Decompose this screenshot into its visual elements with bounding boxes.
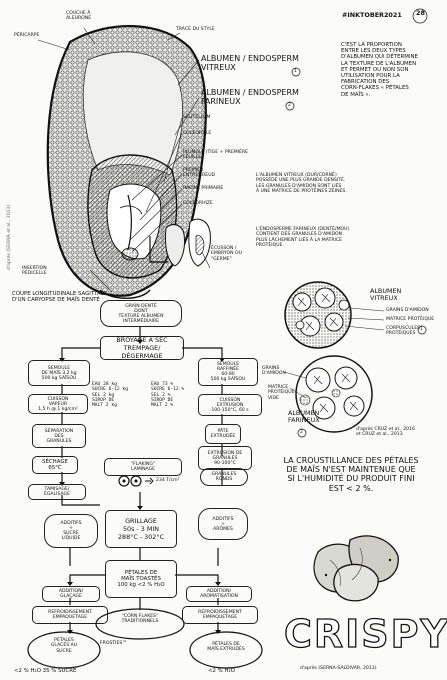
flow-granules-ronds: GRANULES RONDS [200,468,248,486]
flow-cuisson-left-text: CUISSON VAPEUR 1,5 h @ 1 kg/cm² [38,396,78,412]
corn-kernel-drawing [46,25,207,299]
flow-addition-left-text: ADDITION/ GLAÇAGE [58,589,84,599]
micro-credit: d'après CRUZ et al., 2016 et CRUZ et al.… [356,427,415,438]
label-ecusson: ÉCUSSON / EMBRYON OU "GERME" [211,246,242,262]
label-trace-style: TRACE DU STYLE [176,27,215,32]
flaking-rollers-icon [118,475,154,487]
label-insertion-pedicelle: INSERTION PÉDICELLE [22,266,47,277]
small-kernel-sketches [149,218,211,269]
flow-additifs-right: ADDITIFS + ARÔMES [198,508,248,540]
note-vitreux: L'ALBUMEN VITREUX (DUR/CORNÉ) POSSÈDE UN… [256,173,347,194]
flow-separation: SÉPARATION DES GRANULES [32,424,86,448]
flow-extrudes: PÉTALES DE MAÏS EXTRUDÉS [207,642,245,653]
circle-badges [285,8,428,438]
flow-refroid-right: REFROIDISSEMENT EMPAQUETAGE [182,606,258,624]
micro-granule: GRAINS D'AMIDON [386,308,429,313]
flow-pressure: 234 T/cm² [156,478,180,483]
flow-grain-text: GRAIN DENTÉ DONT TEXTURE ALBUMEN INTERMÉ… [118,303,164,324]
flow-sechage-text: SÉCHAGE 65°C [42,459,68,471]
label-coleoptile: COLÉOPTILE [183,131,212,136]
label-albumen-vitreux: ALBUMEN / ENDOSPERM VITREUX [201,54,299,73]
kernel-leader-lines [37,27,200,293]
label-racine-primaire: RACINE PRIMAIRE [183,186,224,191]
flow-semoule-right-text: SEMOULE RAFFINÉE 60-80 500 kg SAÏSOU [210,362,246,382]
micro-num-1: 1 [420,327,423,332]
flow-broyage-text: BROYAGE À SEC TREMPAGE/ DÉGERMAGE [116,336,168,360]
flow-cuisson-left: CUISSON VAPEUR 1,5 h @ 1 kg/cm² [28,394,88,414]
micro-matrice: MATRICE PROTÉIQUE [386,317,435,322]
flow-additifs-left: ADDITIFS + SUCRE LIQUIDE [44,514,98,548]
flow-granules-ronds-text: GRANULES RONDS [211,472,237,482]
hashtag-label: #INKTOBER2021 [342,11,402,19]
flow-extrusion-granules-text: EXTRUSION DE GRANULES 90-100°C [207,450,243,466]
flow-tamisage: TAMISAGE/ ÉGALISAGE [28,484,86,500]
crispy-credit: d'après (SERNA-SALDIVAR, 2013) [300,666,377,671]
note-proportion: C'EST LA PROPORTION ENTRE LES DEUX TYPES… [341,42,418,98]
flow-frosties: FROSTIES™ [100,641,127,646]
flow-semoule-left: SEMOULE DE MAÏS 3,2 kg 500 kg SAÏSOU [28,360,90,386]
flow-extrudes-humidity: <2 % H₂O [208,668,235,674]
flow-tamisage-text: TAMISAGE/ ÉGALISAGE [43,487,71,497]
flow-broyage: BROYAGE À SEC TREMPAGE/ DÉGERMAGE [100,336,184,360]
flow-refroid-left: REFROIDISSEMENT EMPAQUETAGE [32,606,108,624]
flow-glaces-humidity: <2 % H₂O 35 % SUCRE [14,668,77,674]
flow-grillage: GRILLAGE 50s - 3 MIN 288°C - 302°C [105,510,177,548]
flow-pate: PÂTE EXTRUDÉE [205,424,241,444]
micro-num-2: 2 [300,430,303,435]
label-coleorhize: COLÉORHIZE [183,201,213,206]
micro-corps: CORPUSCULES PROTÉIQUES [386,326,421,337]
badge-num-1: 1 [294,69,297,74]
crispy-title: CRISPY [283,611,447,656]
flow-addition-left: ADDITION/ GLAÇAGE [42,586,100,602]
micrograph-leader-lines [283,307,385,399]
cereal-flakes-drawing [313,535,399,602]
flow-flaking-text: "FLAKING" LAMINAGE [130,462,156,472]
page-number: 28 [416,9,425,17]
label-scutellum: SCUTELLUM [183,115,211,120]
flow-glaces: PÉTALES GLACÉS AU SUCRE [50,638,78,654]
flow-sechage: SÉCHAGE 65°C [32,456,78,474]
flow-additifs-left-text: ADDITIFS + SUCRE LIQUIDE [60,521,82,541]
flow-cuisson-right: CUISSON EXTRUSION 100-150°C, 60 s [198,394,262,416]
micro-matrice-left: MATRICE PROTÉIQUE VIDE [268,385,295,401]
flow-ingredients-right: EAU 73 % SUCRE 6-12 % SEL 2 % SIROP DE M… [151,382,185,409]
note-farineux: L'ENDOSPERME FARINEUX (DENTÉ/MOU) CONTIE… [256,227,350,248]
label-plumule: PLUMULE (TIGE + PREMIÈRE FEUILLE) [183,150,249,161]
flow-semoule-right: SEMOULE RAFFINÉE 60-80 500 kg SAÏSOU [198,358,258,386]
label-couche-aleurone: COUCHE À ALEURONE [66,11,92,22]
flow-addition-right-text: ADDITION/ AROMATISATION [200,589,238,599]
label-albumen-farineux: ALBUMEN / ENDOSPERM FARINEUX [201,88,299,107]
flow-grillage-text: GRILLAGE 50s - 3 MIN 288°C - 302°C [117,517,165,541]
kernel-caption: COUPE LONGITUDINALE SAGITTALE D'UN CARYO… [12,291,108,304]
badge-num-2: 2 [288,103,291,108]
flow-refroid-right-text: REFROIDISSEMENT EMPAQUETAGE [198,610,242,620]
flow-extrusion-granules: EXTRUSION DE GRANULES 90-100°C [198,446,252,470]
label-pericarpe: PÉRICARPE [14,33,40,38]
micro-vitreux-title: ALBUMEN VITREUX [370,287,402,303]
flow-semoule-left-text: SEMOULE DE MAÏS 3,2 kg 500 kg SAÏSOU [41,365,77,381]
note-croustillance: LA CROUSTILLANCE DES PÉTALES DE MAÏS N'E… [283,456,419,493]
flow-petales-toastes-text: PÉTALES DE MAÏS TOASTÉS 100 kg <2 % H₂O [117,570,165,588]
flow-grain: GRAIN DENTÉ DONT TEXTURE ALBUMEN INTERMÉ… [100,300,182,327]
micrograph-farineux [295,355,373,433]
flow-flaking: "FLAKING" LAMINAGE [104,458,182,476]
flow-refroid-left-text: REFROIDISSEMENT EMPAQUETAGE [48,610,92,620]
flow-corn-flakes: "CORN FLAKES" TRADITIONNELS [121,614,159,625]
micro-grains-left: GRAINS D'AMIDON [262,366,286,377]
kernel-credit: d'après (SERNA et al., 2013) [7,204,12,270]
flow-pate-text: PÂTE EXTRUDÉE [210,429,236,439]
flow-ingredients-left: EAU 28 kg SUCRE 6-12 kg SEL 2 kg SIROP D… [92,382,128,409]
flow-cuisson-right-text: CUISSON EXTRUSION 100-150°C, 60 s [211,397,249,413]
micro-farineux-title: ALBUMEN FARINEUX [288,409,320,425]
product-ovals [27,608,263,669]
label-premier-entrenoeud: PREMIER ENTRENOEUD [183,168,216,179]
flow-addition-right: ADDITION/ AROMATISATION [186,586,252,602]
flow-separation-text: SÉPARATION DES GRANULES [44,428,74,444]
flow-petales-toastes: PÉTALES DE MAÏS TOASTÉS 100 kg <2 % H₂O [105,560,177,598]
micrograph-vitreux [284,281,352,349]
flow-additifs-right-text: ADDITIFS + ARÔMES [212,516,234,532]
